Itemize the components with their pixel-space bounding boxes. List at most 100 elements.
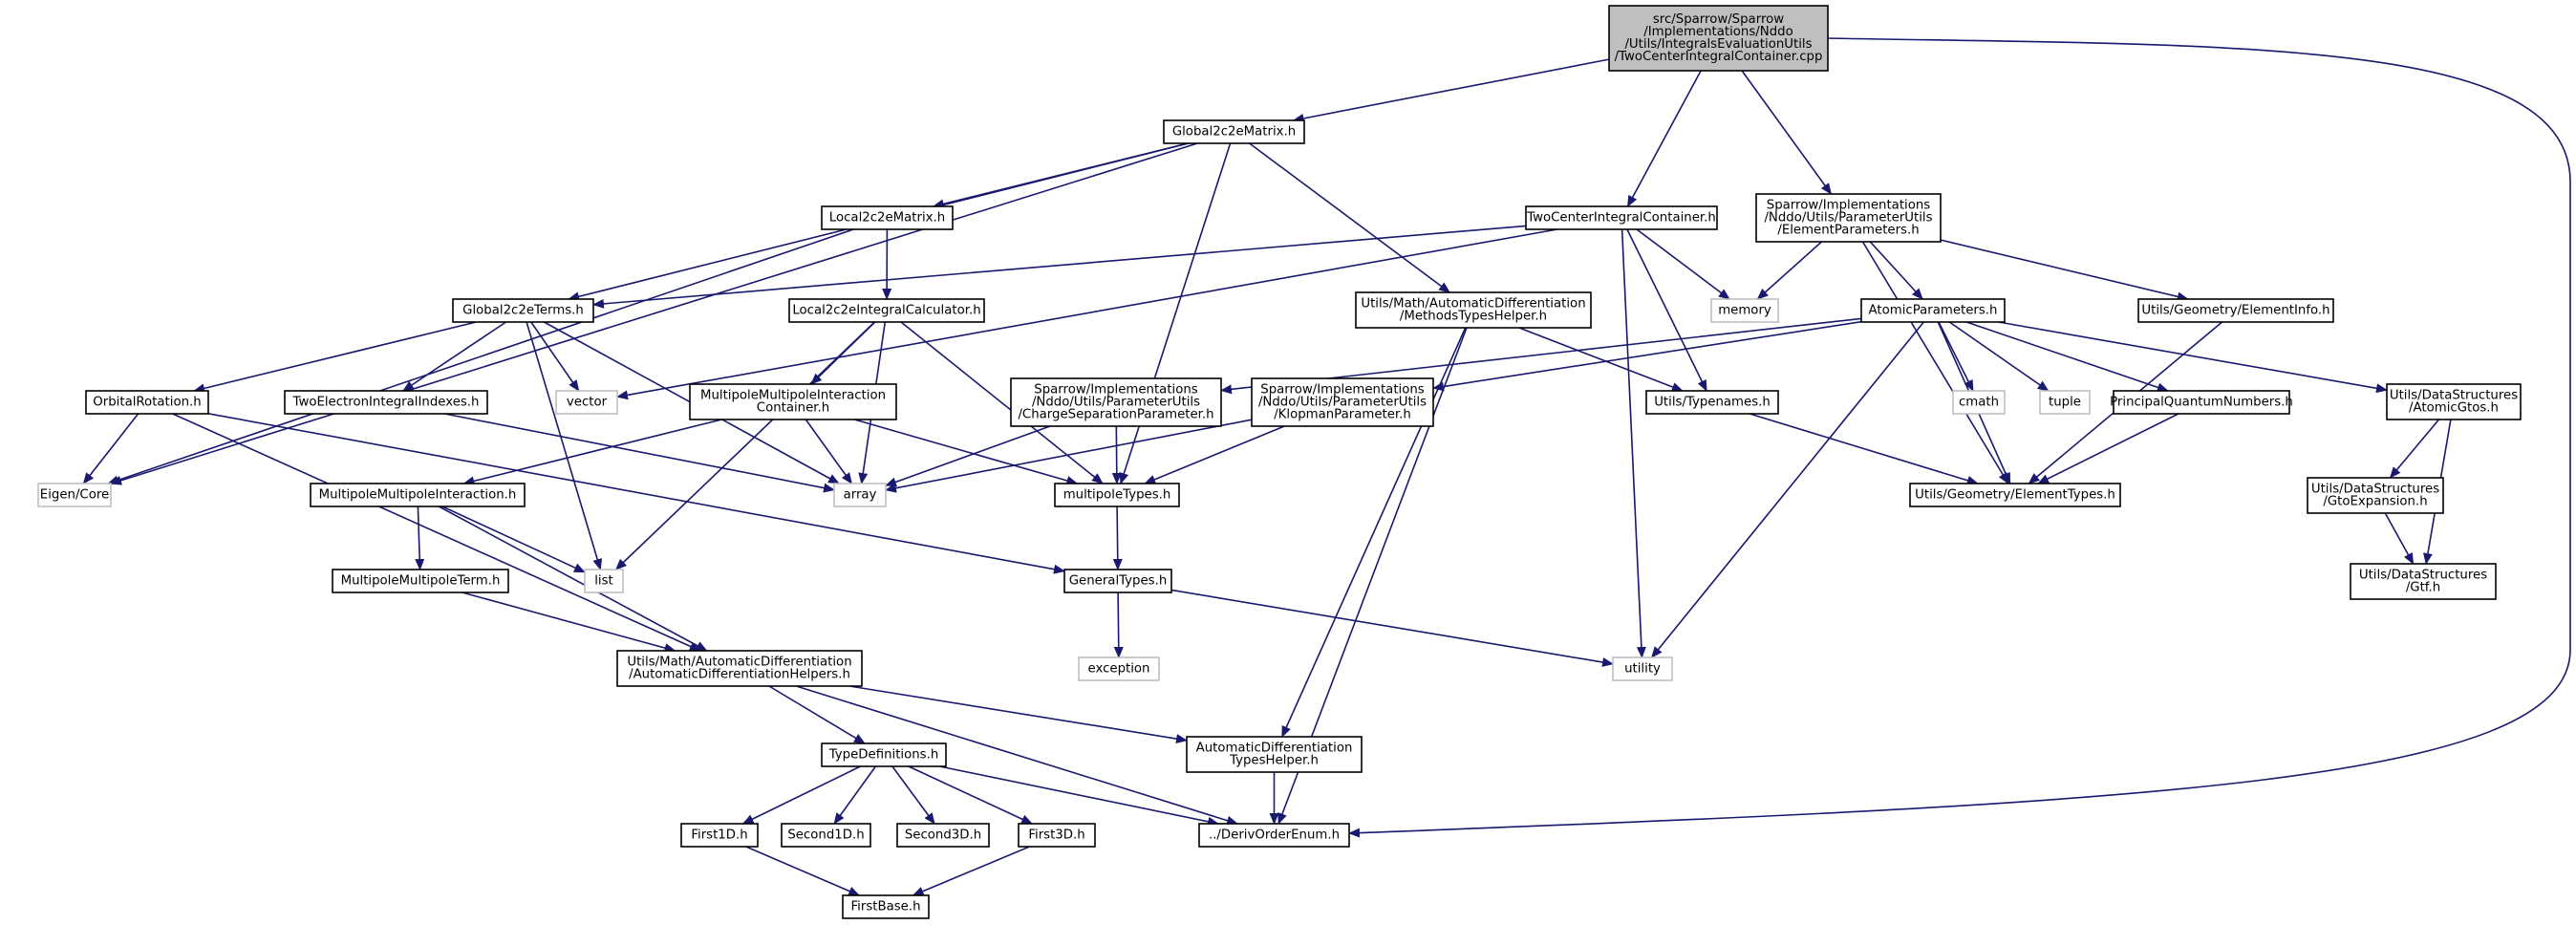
node-box	[821, 205, 954, 230]
node-label-line: /TwoCenterIntegralContainer.cpp	[1615, 50, 1823, 64]
edge-atomicparameters-to-tuple	[1948, 321, 2050, 392]
edge-global2c2eterms-to-twoelectronintegralindexes	[402, 321, 507, 392]
node-box	[896, 823, 990, 848]
node-first3d[interactable]: First3D.h	[1018, 823, 1096, 848]
node-principalquantumnumbers[interactable]: PrincipalQuantumNumbers.h	[2110, 390, 2293, 415]
node-label-line: TwoElectronIntegralIndexes.h	[292, 396, 480, 410]
edge-automaticdifferentiationhelpers-to-automaticdifferentiationtypeshelper	[848, 685, 1188, 743]
node-label-line: array	[844, 488, 877, 503]
edge-methodstypeshelper-to-automaticdifferentiationtypeshelper	[1281, 327, 1467, 738]
node-multipolemultipoleterm[interactable]: MultipoleMultipoleTerm.h	[332, 569, 509, 593]
node-box	[1010, 377, 1222, 427]
edge-orbitalrotation-to-automaticdifferentiationhelpers	[172, 413, 701, 652]
node-utility: utility	[1612, 656, 1673, 681]
node-box	[332, 569, 509, 593]
node-elementinfo[interactable]: Utils/Geometry/ElementInfo.h	[2137, 298, 2334, 323]
node-gtf[interactable]: Utils/DataStructures/Gtf.h	[2350, 563, 2497, 600]
node-box	[1645, 390, 1779, 415]
edge-typedefinitions-to-second3d	[891, 765, 935, 825]
node-first1d[interactable]: First1D.h	[680, 823, 759, 848]
edge-root-to-elementparameters	[1741, 70, 1833, 195]
node-box	[2039, 390, 2091, 415]
node-twocenterintegralcontainer[interactable]: TwoCenterIntegralContainer.h	[1525, 205, 1718, 230]
node-klopmanparameter[interactable]: Sparrow/Implementations/Nddo/Utils/Param…	[1251, 377, 1434, 427]
node-label-line: cmath	[1959, 396, 1999, 410]
node-label-line: Utils/Geometry/ElementInfo.h	[2141, 304, 2329, 318]
node-local2c2ematrix[interactable]: Local2c2eMatrix.h	[821, 205, 954, 230]
edge-root-to-twocenterintegralcontainer	[1626, 70, 1702, 207]
node-label-line: PrincipalQuantumNumbers.h	[2110, 396, 2293, 410]
node-label-line: /AutomaticDifferentiationHelpers.h	[629, 668, 850, 682]
node-label-line: Sparrow/Implementations	[1034, 383, 1198, 398]
node-twoelectronintegralindexes[interactable]: TwoElectronIntegralIndexes.h	[284, 390, 488, 415]
node-label-line: /Nddo/Utils/ParameterUtils	[1258, 396, 1427, 410]
node-box	[2113, 390, 2290, 415]
node-label-line: /GtoExpansion.h	[2323, 495, 2427, 509]
node-label-line: Utils/DataStructures	[2311, 483, 2439, 497]
edge-global2c2ematrix-to-methodstypeshelper	[1249, 142, 1451, 293]
edge-global2c2eterms-to-vector	[530, 321, 580, 392]
node-label-line: Global2c2eTerms.h	[462, 304, 584, 318]
node-second1d[interactable]: Second1D.h	[781, 823, 871, 848]
node-label-line: Local2c2eIntegralCalculator.h	[792, 304, 980, 318]
node-label-line: MultipoleMultipoleInteraction.h	[319, 488, 517, 503]
node-box	[833, 483, 887, 507]
node-label-line: GeneralTypes.h	[1069, 574, 1168, 589]
edge-first1d-to-firstbase	[745, 846, 861, 896]
node-label-line: /ElementParameters.h	[1777, 224, 1919, 238]
node-chargeseparationparameter[interactable]: Sparrow/Implementations/Nddo/Utils/Param…	[1010, 377, 1222, 427]
node-firstbase[interactable]: FirstBase.h	[842, 894, 930, 919]
node-label-line: /Utils/IntegralsEvaluationUtils	[1624, 37, 1812, 52]
node-second3d[interactable]: Second3D.h	[896, 823, 990, 848]
edge-twocenterintegralcontainer-to-typenames	[1626, 228, 1707, 392]
node-elementtypes[interactable]: Utils/Geometry/ElementTypes.h	[1909, 483, 2121, 507]
node-multipolemultipoleinteraction[interactable]: MultipoleMultipoleInteraction.h	[310, 483, 526, 507]
edge-local2c2eintegralcalculator-to-list	[614, 321, 875, 570]
node-automaticdifferentiationhelpers[interactable]: Utils/Math/AutomaticDifferentiation/Auto…	[616, 650, 863, 687]
node-label-line: OrbitalRotation.h	[93, 396, 201, 410]
node-gtoexpansion[interactable]: Utils/DataStructures/GtoExpansion.h	[2307, 477, 2444, 514]
node-box	[452, 298, 594, 323]
node-derivorderenum[interactable]: ../DerivOrderEnum.h	[1198, 823, 1350, 848]
node-label-line: /Implementations/Nddo	[1643, 25, 1792, 39]
node-box	[85, 390, 209, 415]
node-typedefinitions[interactable]: TypeDefinitions.h	[821, 742, 947, 767]
node-atomicparameters[interactable]: AtomicParameters.h	[1860, 298, 2006, 323]
node-box	[616, 650, 863, 687]
node-box	[1063, 569, 1172, 593]
edge-multipolemultipoleinteractioncontainer-to-array	[805, 419, 853, 484]
node-methodstypeshelper[interactable]: Utils/Math/AutomaticDifferentiation/Meth…	[1355, 291, 1592, 329]
edge-generaltypes-to-utility	[1170, 589, 1614, 667]
node-box	[1163, 119, 1305, 144]
node-box	[555, 390, 618, 415]
node-label-line: TypeDefinitions.h	[828, 748, 939, 763]
node-label-line: Utils/DataStructures	[2359, 569, 2487, 583]
edge-elementparameters-to-memory	[1756, 241, 1823, 300]
edge-atomicparameters-to-utility	[1651, 321, 1924, 658]
node-box	[1612, 656, 1673, 681]
node-global2c2ematrix[interactable]: Global2c2eMatrix.h	[1163, 119, 1305, 144]
node-exception: exception	[1078, 656, 1160, 681]
node-multipoletypes[interactable]: multipoleTypes.h	[1054, 483, 1180, 507]
node-label-line: Sparrow/Implementations	[1767, 199, 1931, 213]
edge-typedefinitions-to-first3d	[908, 765, 1034, 825]
node-label-line: multipoleTypes.h	[1063, 488, 1171, 503]
node-local2c2eintegralcalculator[interactable]: Local2c2eIntegralCalculator.h	[788, 298, 985, 323]
node-global2c2eterms[interactable]: Global2c2eTerms.h	[452, 298, 594, 323]
node-typenames[interactable]: Utils/Typenames.h	[1645, 390, 1779, 415]
node-elementparameters[interactable]: Sparrow/Implementations/Nddo/Utils/Param…	[1755, 193, 1942, 243]
node-label-line: TwoCenterIntegralContainer.h	[1526, 211, 1716, 226]
node-label-line: list	[594, 574, 613, 589]
node-orbitalrotation[interactable]: OrbitalRotation.h	[85, 390, 209, 415]
edge-elementparameters-to-elementinfo	[1940, 239, 2189, 302]
edge-multipolemultipoleinteractioncontainer-to-multipoletypes	[854, 419, 1079, 485]
node-label-line: FirstBase.h	[850, 900, 920, 914]
node-atomicgtos[interactable]: Utils/DataStructures/AtomicGtos.h	[2386, 383, 2522, 420]
node-label-line: src/Sparrow/Sparrow	[1653, 12, 1784, 27]
node-generaltypes[interactable]: GeneralTypes.h	[1063, 569, 1172, 593]
edge-klopmanparameter-to-array	[885, 419, 1253, 493]
node-root[interactable]: src/Sparrow/Sparrow/Implementations/Nddo…	[1608, 5, 1829, 72]
